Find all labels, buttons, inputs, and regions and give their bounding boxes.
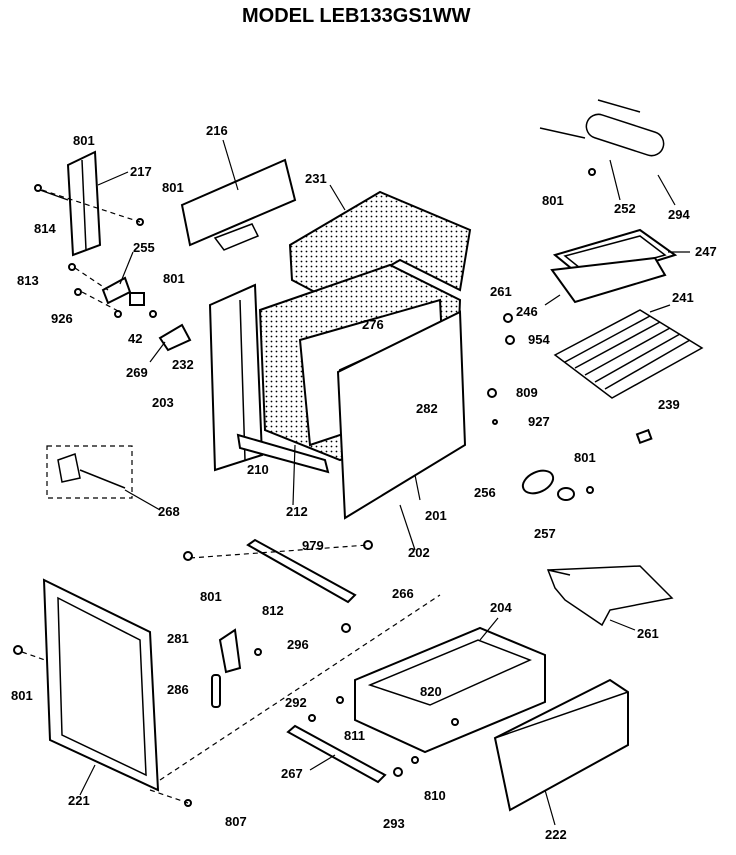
label-979: 979 [302,538,324,553]
label-217: 217 [130,164,152,179]
part-261-bake-element [546,565,674,631]
part-954 [505,335,515,345]
part-268-inset [46,445,161,511]
label-294: 294 [668,207,690,222]
part-810 [411,756,419,764]
label-255: 255 [133,240,155,255]
part-204-drawer [354,617,546,754]
label-246: 246 [516,304,538,319]
part-927 [492,419,498,425]
label-257: 257 [534,526,556,541]
part-269-bracket [149,323,192,363]
label-269: 269 [126,365,148,380]
part-820 [451,718,459,726]
label-201: 201 [425,508,447,523]
part-231-top-cover [288,184,472,302]
part-286-spring [211,674,221,708]
screw-801f [183,551,193,561]
label-212: 212 [286,504,308,519]
label-801: 801 [73,133,95,148]
part-210-rail [236,433,330,474]
screw-813 [74,288,82,296]
part-266-rail [246,538,357,633]
part-809 [487,388,497,398]
part-222-drawer-front [493,678,629,826]
label-809: 809 [516,385,538,400]
label-256: 256 [474,485,496,500]
label-801: 801 [163,271,185,286]
label-811: 811 [344,728,365,743]
label-261: 261 [490,284,512,299]
label-281: 281 [167,631,189,646]
screw-801a [34,184,42,192]
label-820: 820 [420,684,442,699]
label-296: 296 [287,637,309,652]
part-221-side-panel [42,578,160,796]
part-267-glide [286,724,387,784]
label-293: 293 [383,816,405,831]
part-241-oven-rack [553,304,704,399]
label-231: 231 [305,171,327,186]
label-810: 810 [424,788,446,803]
label-203: 203 [152,395,174,410]
label-216: 216 [206,123,228,138]
label-926: 926 [51,311,73,326]
screw-801c [149,310,157,318]
part-216-panel [180,139,297,251]
part-217-bracket [39,150,129,257]
part-261a [503,313,513,323]
screw-926 [114,310,122,318]
leader-212 [292,444,296,506]
part-256-lamp-socket [521,469,594,501]
label-222: 222 [545,827,567,842]
label-204: 204 [490,600,512,615]
label-801: 801 [574,450,596,465]
label-801: 801 [11,688,33,703]
model-title: MODEL LEB133GS1WW [242,5,471,27]
label-801: 801 [200,589,222,604]
screw-801g [13,645,23,655]
label-954: 954 [528,332,550,347]
part-257-bulb [557,487,575,501]
part-202-door [336,310,467,551]
part-281-hinge [211,628,262,708]
part-292 [336,696,344,704]
label-239: 239 [658,397,680,412]
label-267: 267 [281,766,303,781]
part-255-bracket [101,251,134,305]
label-221: 221 [68,793,90,808]
label-807: 807 [225,814,247,829]
part-252-element [539,99,676,206]
label-292: 292 [285,695,307,710]
screw-814 [68,263,76,271]
part-labels: 801 217 216 801 231 814 255 813 801 926 … [11,123,717,842]
label-42: 42 [128,331,142,346]
label-927: 927 [528,414,550,429]
label-261: 261 [637,626,659,641]
part-811 [308,714,316,722]
label-252: 252 [614,201,636,216]
label-232: 232 [172,357,194,372]
label-801: 801 [542,193,564,208]
label-266: 266 [392,586,414,601]
part-239-clip [635,428,653,445]
label-282: 282 [416,401,438,416]
label-276: 276 [362,317,384,332]
label-286: 286 [167,682,189,697]
label-814: 814 [34,221,56,236]
label-241: 241 [672,290,694,305]
part-42-clip [129,292,145,306]
label-202: 202 [408,545,430,560]
label-813: 813 [17,273,39,288]
label-812: 812 [262,603,284,618]
label-210: 210 [247,462,269,477]
label-268: 268 [158,504,180,519]
part-246-broiler-pan [544,256,667,306]
label-801: 801 [162,180,184,195]
part-293 [393,767,403,777]
label-247: 247 [695,244,717,259]
